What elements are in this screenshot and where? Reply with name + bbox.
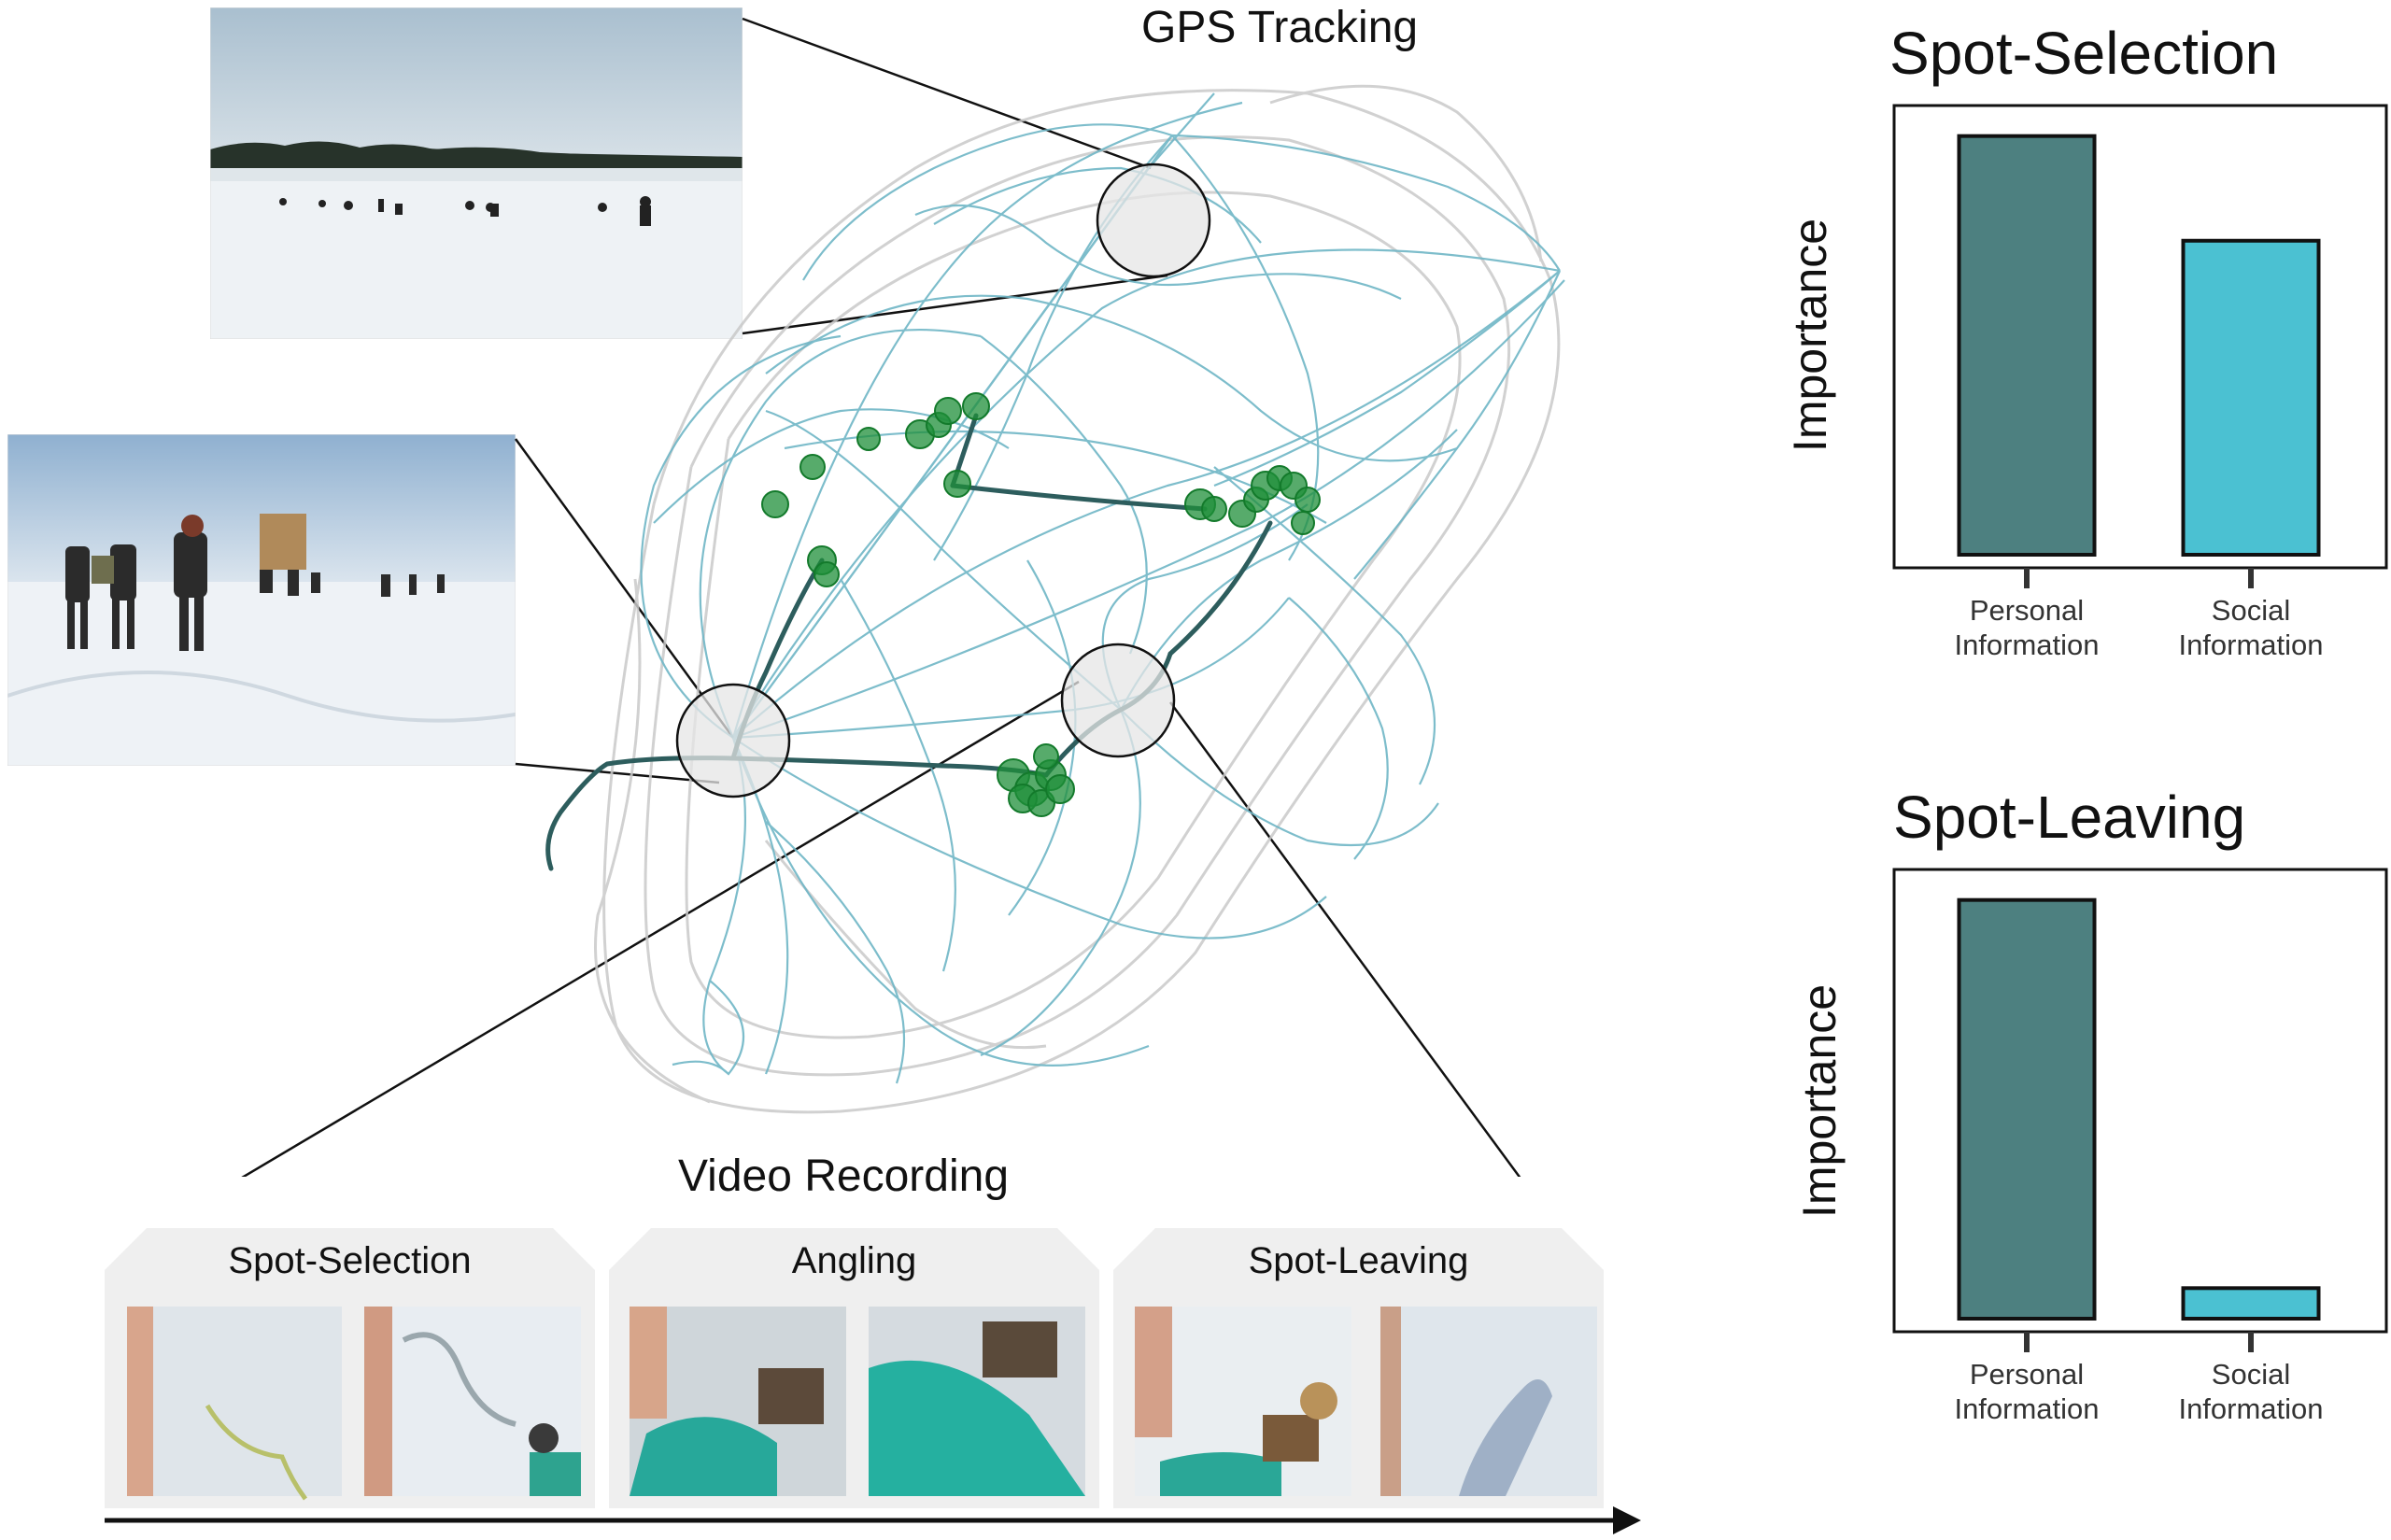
- phase-label-spot-leaving: Spot-Leaving: [1248, 1240, 1469, 1281]
- connector-line: [515, 762, 720, 784]
- bar-chart-spot-selection: [1892, 104, 2388, 588]
- gps-title: GPS Tracking: [1141, 3, 1419, 52]
- tick-label-line: Social: [2211, 1358, 2291, 1391]
- tick-label-line: Personal: [1969, 1358, 2085, 1391]
- connector-line: [742, 17, 1152, 170]
- focus-circle-left: [675, 683, 791, 798]
- photo-anglers-walking: [7, 434, 516, 766]
- chart-ylabel-spot-selection: Importance: [1784, 218, 1836, 453]
- plot-frame: [1892, 868, 2388, 1334]
- focus-circles: [675, 162, 1211, 798]
- bar-social-information: [2181, 238, 2321, 557]
- focus-circle-top: [1096, 162, 1211, 278]
- bar-personal-information: [1957, 134, 2097, 558]
- focal-path: [545, 413, 1273, 871]
- phase-label-angling: Angling: [791, 1240, 917, 1281]
- video-frames: [127, 1307, 1597, 1501]
- tick-label-line: Information: [1954, 629, 2100, 661]
- chart-title-spot-selection: Spot-Selection: [1889, 20, 2279, 87]
- bar-social-information: [2181, 1286, 2321, 1321]
- bar-chart-spot-leaving: [1892, 868, 2388, 1352]
- tick-label-line: Information: [2178, 1392, 2324, 1425]
- chart-title-spot-leaving: Spot-Leaving: [1893, 784, 2246, 851]
- focus-circle-center: [1060, 643, 1176, 758]
- gps-track-map: [241, 17, 1565, 1177]
- video-panel: [105, 1228, 1641, 1534]
- bar-personal-information: [1957, 897, 2097, 1321]
- blue-tracks: [640, 92, 1565, 1084]
- connector-line: [742, 274, 1168, 335]
- tick-label-line: Personal: [1969, 594, 2085, 627]
- connector-line: [241, 680, 1080, 1177]
- gray-tracks: [594, 84, 1561, 1114]
- stop-markers: [761, 392, 1321, 817]
- connector-line: [1168, 701, 1521, 1177]
- tick-label-line: Information: [1954, 1392, 2100, 1425]
- photo-lake-overview: [210, 7, 743, 339]
- tick-label-line: Social: [2211, 594, 2291, 627]
- plot-frame: [1892, 104, 2388, 570]
- video-title: Video Recording: [678, 1151, 1010, 1201]
- tick-label-line: Information: [2178, 629, 2324, 661]
- timeline-arrow-head: [1613, 1506, 1641, 1534]
- chart-ylabel-spot-leaving: Importance: [1793, 983, 1846, 1219]
- phase-label-spot-selection: Spot-Selection: [228, 1240, 472, 1281]
